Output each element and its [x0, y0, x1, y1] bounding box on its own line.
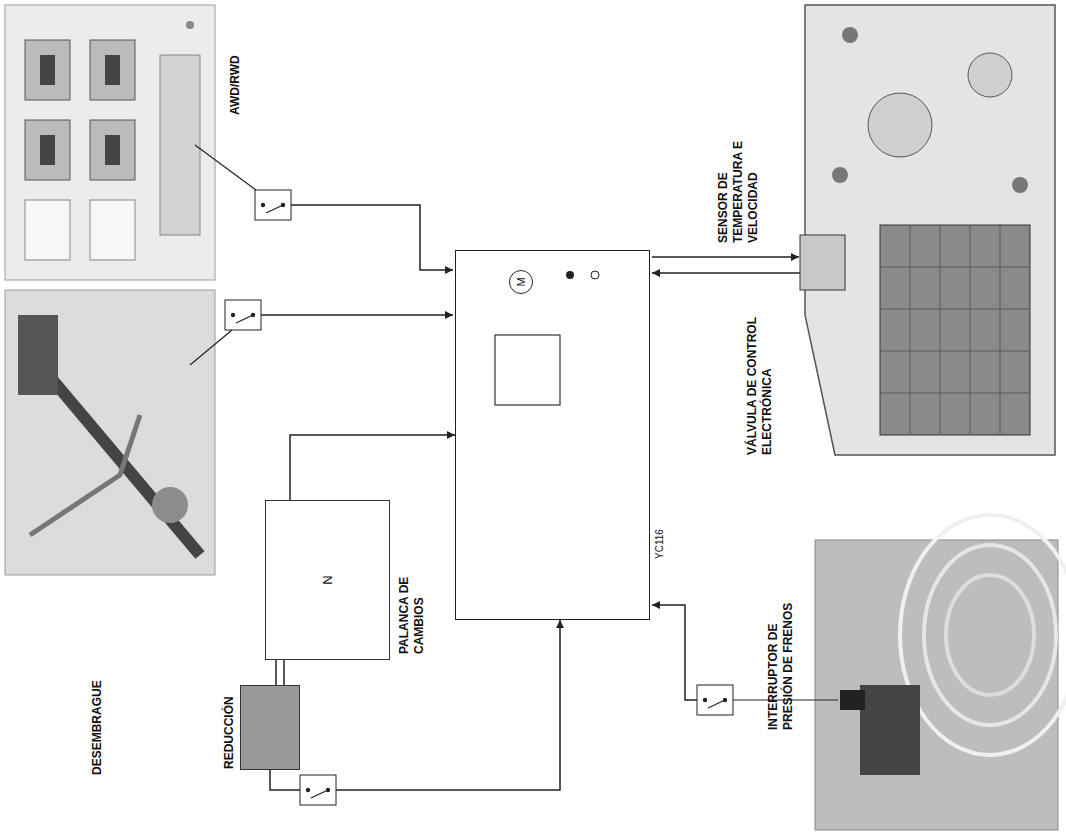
ecu-display — [495, 335, 560, 405]
pressure-switch — [840, 690, 865, 710]
part-label: VÁLVULA DE CONTROL ELECTRÓNICA — [745, 285, 775, 455]
control-unit-box: YC116M — [455, 250, 650, 620]
clutch-pedal-arm — [40, 365, 200, 555]
brake-photo — [815, 540, 1058, 830]
leader-line — [190, 330, 232, 365]
clutch-pedal-pad — [18, 315, 58, 395]
valve-grid — [880, 225, 1030, 435]
case-boss — [868, 93, 932, 157]
part-label: DESEMBRAGUE — [90, 680, 105, 775]
part-label: SENSOR DE TEMPERATURA E VELOCIDAD — [716, 118, 761, 243]
signal-wire — [261, 314, 453, 316]
panel-switch — [25, 200, 70, 260]
switch-blade — [266, 205, 283, 213]
switch-symbol — [225, 300, 261, 330]
node-heading: YC116 — [654, 529, 665, 559]
shift-lever-box: NPALANCA DE CAMBIOS — [265, 500, 390, 660]
switch-contact — [261, 203, 265, 207]
sensor-wire — [652, 256, 799, 258]
panel-frame — [160, 55, 200, 235]
clutch-linkage — [30, 415, 140, 535]
clutch-pivot — [152, 487, 188, 523]
node-text: N — [320, 575, 335, 584]
switch-symbol — [697, 685, 733, 715]
transmission-case — [805, 5, 1055, 455]
panel-lamp — [186, 21, 194, 29]
connector — [290, 435, 455, 500]
valve-body — [880, 225, 1030, 435]
switch-symbol — [300, 775, 336, 805]
signal-wire — [291, 205, 453, 270]
ecu-led — [566, 271, 574, 279]
switch-icon — [40, 55, 55, 85]
motor-circle: M — [509, 270, 533, 294]
switch-body — [225, 300, 261, 330]
master-cylinder — [860, 685, 920, 775]
panel-switch — [25, 120, 70, 180]
case-bolt — [832, 167, 848, 183]
case-bolt — [842, 27, 858, 43]
panel-switch — [90, 120, 135, 180]
panel-switch — [90, 40, 135, 100]
sensor-wire — [652, 272, 800, 274]
signal-wire — [652, 605, 697, 700]
switch-contact — [703, 698, 707, 702]
leader-line — [195, 145, 256, 190]
switch-body — [255, 190, 291, 220]
switch-panel-photo — [5, 5, 215, 280]
switch-icon — [40, 135, 55, 165]
switch-blade — [708, 700, 725, 708]
node-heading: PALANCA DE CAMBIOS — [397, 554, 427, 654]
brake-booster-ring — [900, 515, 1066, 755]
switch-contact — [306, 788, 310, 792]
panel-switch — [90, 200, 135, 260]
node-text: M — [515, 277, 527, 286]
ecu-led — [591, 271, 599, 279]
brake-booster-ring — [924, 545, 1056, 725]
part-label: INTERRUPTOR DE PRESIÓN DE FRENOS — [766, 580, 796, 730]
sensor-block — [800, 235, 845, 290]
switch-blade — [236, 315, 253, 323]
switch-icon — [105, 55, 120, 85]
panel-switch — [25, 40, 70, 100]
switch-body — [300, 775, 336, 805]
switch-body — [697, 685, 733, 715]
clutch-photo — [5, 290, 215, 575]
brake-booster-ring — [946, 575, 1034, 695]
reduction-box: REDUCCIÓN — [240, 685, 300, 770]
connector — [276, 660, 284, 685]
case-boss — [968, 53, 1012, 97]
case-bolt — [1012, 177, 1028, 193]
node-heading: REDUCCIÓN — [222, 696, 236, 769]
switch-symbol — [255, 190, 291, 220]
switch-contact — [231, 313, 235, 317]
switch-blade — [311, 790, 328, 798]
switch-icon — [105, 135, 120, 165]
part-label: AWD/RWD — [228, 55, 243, 115]
